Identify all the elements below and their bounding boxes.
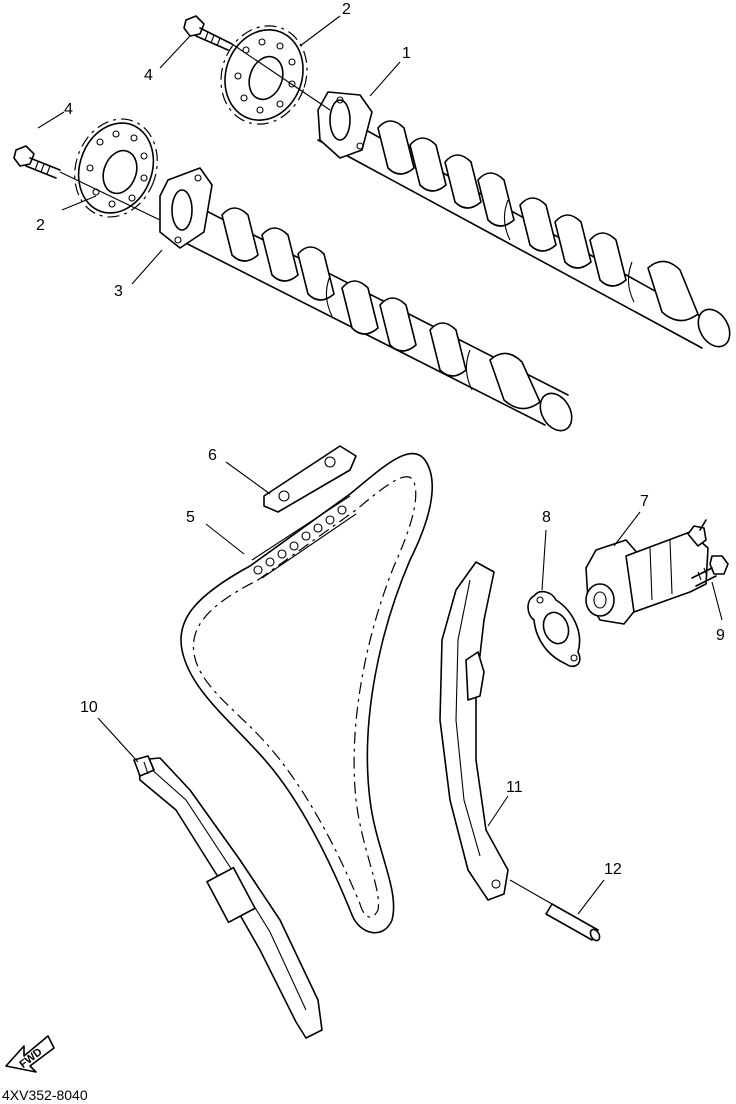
cam-sprocket-top <box>220 25 308 125</box>
chain-links <box>251 495 357 579</box>
diagram-code: 4XV352-8040 <box>2 1087 88 1103</box>
bolt-top <box>183 15 233 51</box>
callout-labels: 1 2 2 3 4 4 5 6 7 8 9 10 11 12 <box>36 1 725 878</box>
callout-4-left: 4 <box>64 101 73 118</box>
callout-7: 7 <box>640 493 649 510</box>
bolt-left <box>13 145 61 179</box>
callout-12: 12 <box>604 861 622 878</box>
fwd-arrow-icon: FWD <box>5 1035 55 1073</box>
chain-guide-top <box>263 445 357 513</box>
chain-guide-10 <box>133 755 323 1039</box>
callout-3: 3 <box>114 283 123 300</box>
callout-5: 5 <box>186 509 195 526</box>
callout-9: 9 <box>716 627 725 644</box>
callout-11: 11 <box>506 779 523 796</box>
callout-2-top: 2 <box>342 1 351 18</box>
leader-lines <box>37 15 723 915</box>
camshaft-lower <box>159 167 573 432</box>
callout-6: 6 <box>208 447 217 464</box>
tensioner-assembly <box>585 519 709 625</box>
gasket <box>527 590 581 668</box>
cam-chain <box>180 452 433 934</box>
callout-1: 1 <box>402 45 411 62</box>
callout-8: 8 <box>542 509 551 526</box>
bolt-9 <box>691 555 729 587</box>
cam-sprocket-left <box>74 118 158 218</box>
callout-2-left: 2 <box>36 217 45 234</box>
callout-10: 10 <box>80 699 98 716</box>
callout-4-top: 4 <box>144 67 153 84</box>
pin-12 <box>509 879 601 942</box>
camshaft-upper <box>317 91 731 349</box>
chain-guide-11 <box>439 561 509 901</box>
